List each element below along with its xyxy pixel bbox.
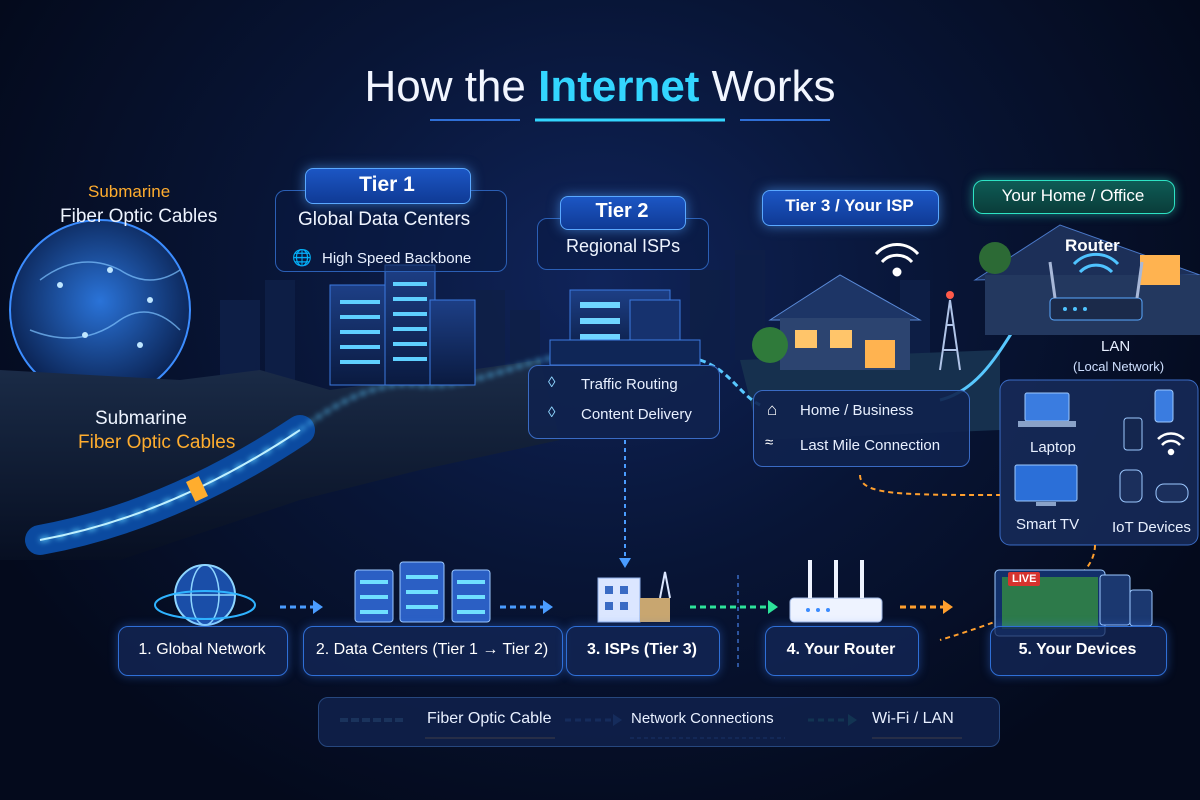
smart-tv-label: Smart TV (1016, 516, 1080, 533)
tier2-title: Regional ISPs (566, 236, 681, 256)
cell-tower-icon (939, 291, 961, 371)
fiber-label-bottom: Fiber Optic Cables (78, 432, 236, 453)
router-wifi-icon (1072, 252, 1120, 274)
delivery-icon: ◊ (548, 404, 556, 421)
last-mile-to-devices-line (859, 474, 1001, 496)
live-badge: LIVE (1008, 572, 1041, 586)
iot-speaker-icon (1119, 469, 1143, 503)
laptop-icon (1018, 392, 1076, 427)
legend-fiber-label: Fiber Optic Cable (427, 710, 552, 727)
phone-icon-2 (1123, 417, 1143, 451)
routing-icon: ◊ (548, 374, 556, 391)
phone-icon (1154, 389, 1174, 423)
iot-devices-label: IoT Devices (1112, 519, 1191, 536)
house-wifi-icon (874, 243, 920, 277)
devices-step-icon (994, 569, 1153, 637)
step-2-label: 2. Data Centers (Tier 1 → Tier 2) (315, 641, 549, 658)
last-mile-label: Last Mile Connection (800, 437, 941, 454)
gamepad-icon (1155, 483, 1189, 503)
submarine-label-top: Submarine (88, 182, 171, 201)
tier3-badge-label: Tier 3 / Your ISP (785, 196, 914, 215)
fiber-path-2 (699, 358, 761, 407)
tier2-services-card (528, 365, 720, 439)
home-badge (973, 180, 1175, 214)
smart-tv-icon (1014, 464, 1078, 506)
legend-wifi-label: Wi-Fi / LAN (872, 710, 954, 727)
submarine-label-bottom: Submarine (95, 408, 187, 429)
laptop-label: Laptop (1030, 439, 1076, 456)
home-business-label: Home / Business (800, 402, 914, 419)
step-2-box (303, 626, 563, 676)
tier1-badge (305, 168, 471, 204)
router-device-icon (1048, 261, 1144, 321)
data-center-building (329, 264, 476, 386)
page-title: How the Internet Works (364, 62, 836, 111)
fiber-label-top: Fiber Optic Cables (60, 206, 218, 227)
step-1-box (118, 626, 288, 676)
legend-network-label: Network Connections (631, 710, 774, 727)
globe-small-icon: 🌐 (292, 250, 312, 267)
content-delivery-label: Content Delivery (581, 406, 692, 423)
lan-label: LAN (1101, 338, 1131, 355)
tier1-sub: High Speed Backbone (322, 250, 472, 267)
step-1-label: 1. Global Network (138, 641, 266, 658)
step-4-box (765, 626, 919, 676)
device-wifi-icon (1157, 432, 1185, 456)
tier1-title: Global Data Centers (298, 209, 471, 230)
traffic-routing-label: Traffic Routing (581, 376, 678, 393)
lan-sub-label: (Local Network) (1073, 359, 1165, 374)
tier1-badge-label: Tier 1 (359, 173, 415, 196)
globe-step-icon (154, 564, 256, 626)
router-label: Router (1065, 236, 1120, 255)
tier2-badge (560, 196, 686, 230)
step-4-label: 4. Your Router (786, 641, 896, 658)
step-5-box (990, 626, 1167, 676)
house (752, 274, 922, 370)
tier3-badge (762, 190, 939, 226)
step-5-label: 5. Your Devices (1018, 641, 1137, 658)
tier3-services-card (753, 390, 970, 467)
step-3-label: 3. ISPs (Tier 3) (587, 641, 697, 658)
regional-isp-building (549, 289, 701, 366)
step-3-box (566, 626, 720, 676)
home-icon: ⌂ (767, 400, 778, 419)
wifi-small-icon: ≈ (765, 434, 774, 451)
cable-ring (186, 476, 208, 502)
home-badge-label: Your Home / Office (1001, 186, 1145, 205)
tier2-badge-label: Tier 2 (595, 200, 649, 222)
server-rack-icon (354, 561, 491, 623)
legend (318, 697, 1000, 747)
router-step-icon (789, 560, 883, 623)
isp-building-icon (597, 571, 671, 623)
